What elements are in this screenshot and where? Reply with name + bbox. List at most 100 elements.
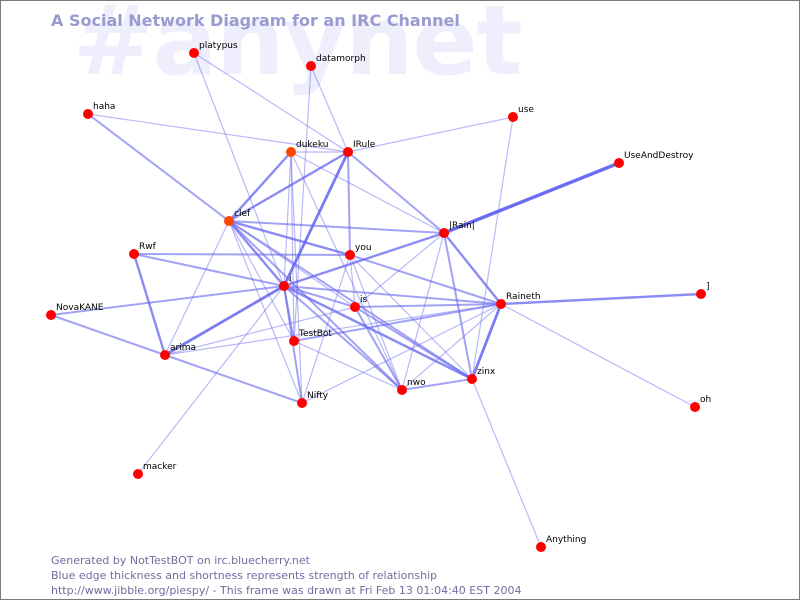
node-bracket: ] [696, 282, 710, 299]
node-label: arima [170, 343, 196, 353]
edge-you-Nifty [301, 254, 351, 404]
node-dot [279, 281, 289, 291]
edge-clef-nwo [228, 220, 403, 391]
edge-clef-Rain [228, 220, 445, 234]
edge-TestBot-Raineth [293, 303, 502, 342]
node-nwo: nwo [397, 378, 426, 395]
node-IRule: IRule [343, 140, 376, 157]
edge-you-zinx [349, 254, 473, 380]
node-dot [286, 147, 296, 157]
edge-Raineth-bracket [500, 292, 702, 306]
edge-haha-clef [87, 113, 230, 222]
node-dot [536, 542, 546, 552]
edge-clef-IRule [228, 150, 349, 223]
edge-clef-Nifty [228, 220, 303, 404]
node-label: is [360, 295, 368, 305]
edge-platypus-IRule [193, 52, 349, 153]
node-label: macker [143, 462, 177, 472]
node-dot [350, 302, 360, 312]
edge-clef-arima [164, 220, 230, 356]
node-datamorph: datamorph [306, 54, 366, 71]
node-label: TestBot [298, 329, 332, 339]
node-label: oh [700, 395, 711, 405]
edge-Rain-i [283, 231, 445, 288]
node-label: platypus [199, 41, 238, 51]
node-dot [46, 310, 56, 320]
node-Raineth: Raineth [496, 292, 541, 309]
node-UseAndDestroy: UseAndDestroy [614, 151, 694, 168]
edge-datamorph-IRule [310, 65, 349, 153]
node-dot [439, 228, 449, 238]
node-dot [297, 398, 307, 408]
edge-nwo-zinx [401, 378, 473, 391]
node-Nifty: Nifty [297, 391, 329, 408]
node-TestBot: TestBot [289, 329, 332, 346]
edge-Rain-zinx [443, 232, 473, 380]
edge-i-nwo [283, 285, 403, 391]
node-macker: macker [133, 462, 177, 479]
node-dot [160, 350, 170, 360]
node-arima: arima [160, 343, 196, 360]
footer-generated-by: Generated by NotTestBOT on irc.bluecherr… [51, 554, 310, 567]
node-platypus: platypus [189, 41, 238, 58]
node-dot [614, 158, 624, 168]
node-dot [343, 147, 353, 157]
edge-IRule-Rain [347, 151, 445, 234]
edge-clef-dukeku [228, 151, 292, 222]
node-dot [129, 249, 139, 259]
node-NovaKANE: NovaKANE [46, 303, 104, 320]
node-dot [467, 374, 477, 384]
node-dot [83, 109, 93, 119]
edge-dukeku-Rain [290, 151, 445, 234]
edge-i-macker [137, 285, 285, 475]
diagram-title: A Social Network Diagram for an IRC Chan… [51, 11, 460, 30]
edge-datamorph-TestBot [293, 65, 312, 342]
node-dukeku: dukeku [286, 140, 328, 157]
edge-Raineth-oh [500, 303, 696, 408]
edge-haha-IRule [87, 113, 349, 153]
node-layer: platypus datamorph haha use dukeku IRuleUseAn… [46, 41, 711, 552]
node-label: UseAndDestroy [624, 151, 694, 161]
node-dot [496, 299, 506, 309]
node-oh: oh [690, 395, 711, 412]
edge-nwo-Raineth [401, 303, 502, 391]
node-label: Raineth [506, 292, 541, 302]
node-dot [397, 385, 407, 395]
edge-is-Rain [354, 232, 445, 308]
node-label: Rwf [139, 242, 157, 252]
node-label: IRule [353, 140, 376, 150]
node-dot [690, 402, 700, 412]
node-label: you [355, 243, 372, 253]
node-dot [696, 289, 706, 299]
edge-you-nwo [349, 254, 403, 391]
node-label: dukeku [296, 140, 328, 150]
node-haha: haha [83, 102, 115, 119]
edge-i-is [283, 285, 356, 308]
edge-Raineth-Rain [443, 232, 502, 305]
footer: Generated by NotTestBOT on irc.bluecherr… [51, 553, 521, 598]
edge-dukeku-Nifty [290, 151, 303, 404]
node-Rwf: Rwf [129, 242, 157, 259]
edge-i-zinx [283, 284, 473, 381]
node-dot [189, 48, 199, 58]
node-label: Anything [546, 535, 586, 545]
edge-Nifty-Raineth [301, 303, 502, 404]
edge-TestBot-nwo [293, 340, 403, 391]
edge-IRule-you [347, 151, 351, 256]
node-dot [289, 336, 299, 346]
node-dot [224, 216, 234, 226]
node-label: use [518, 105, 534, 115]
edge-dukeku-i [283, 151, 292, 287]
node-dot [133, 469, 143, 479]
edge-is-Raineth [354, 303, 502, 308]
channel-watermark: #anynet [73, 0, 522, 97]
node-Rain: |Rain| [439, 221, 475, 238]
edge-i-IRule [282, 151, 350, 287]
edge-i-Raineth [283, 285, 502, 305]
edge-you-Raineth [349, 254, 502, 305]
edge-clef-zinx [228, 220, 473, 380]
edge-platypus-i [193, 52, 285, 287]
node-label: ] [706, 282, 710, 292]
footer-legend-note: Blue edge thickness and shortness repres… [51, 569, 438, 582]
edge-Rwf-arima [132, 253, 167, 356]
